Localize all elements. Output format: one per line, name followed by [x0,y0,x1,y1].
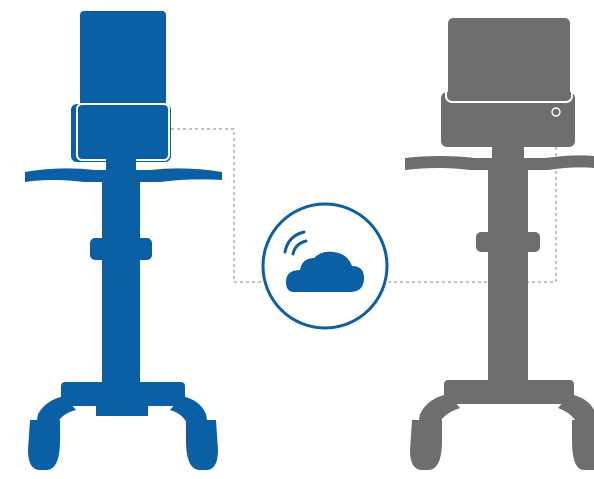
left-connector-line [171,129,262,282]
left-cart-pole [102,180,140,390]
cloud-badge [263,204,387,328]
right-cart-wheel-right [572,420,594,470]
left-cart-wheel-right [186,420,218,470]
right-monitor-cradle [441,92,575,147]
right-cart-base [444,380,574,404]
right-cart-collar [476,232,540,252]
left-monitor-screen [80,11,166,159]
left-cart-base [61,382,185,406]
left-cart-caster-center [96,404,148,416]
right-monitor-screen [448,18,570,100]
right-cart-wheel-left [410,420,442,470]
left-cart [25,11,222,470]
left-cart-wheel-left [28,420,60,470]
right-cart [405,16,594,470]
left-cart-collar [90,238,152,260]
right-cart-pole [488,168,528,386]
left-cart-handle [25,168,222,182]
